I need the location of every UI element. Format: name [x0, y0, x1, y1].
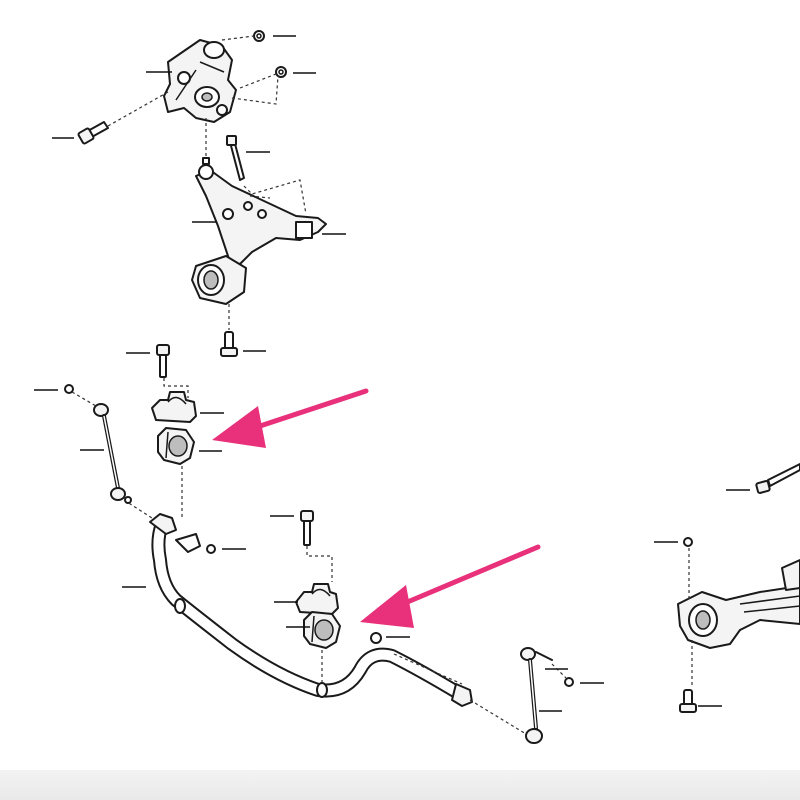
right-arm-lower-bolt [679, 689, 697, 713]
right-arm-nut [683, 537, 693, 547]
control-arm-lower-bolt [220, 331, 238, 357]
right-control-arm [677, 559, 800, 649]
knuckle-nut-top [253, 30, 265, 42]
image-bottom-strip [0, 770, 800, 800]
stabilizer-nut-left [206, 544, 216, 554]
control-arm-rear-bushing [191, 255, 247, 305]
lower-stabilizer-clamp [295, 583, 339, 615]
knuckle-bolt [77, 121, 109, 145]
right-arm-bolt-top [755, 463, 800, 494]
upper-stabilizer-bushing [157, 427, 195, 465]
right-stabilizer-link [520, 647, 553, 744]
control-arm-bolt [226, 135, 245, 181]
right-link-nut [564, 677, 574, 687]
left-stabilizer-link [64, 384, 153, 519]
lower-stabilizer-bushing [303, 611, 341, 649]
upper-clamp-bolt [156, 344, 170, 378]
callout-arrow-lower-bushing [360, 544, 541, 628]
upper-stabilizer-clamp [151, 391, 197, 423]
lower-control-arm [195, 157, 327, 265]
lower-clamp-nut [370, 632, 382, 644]
steering-knuckle [163, 39, 237, 123]
lower-clamp-bolt [300, 510, 314, 546]
knuckle-nut-right [275, 66, 287, 78]
callout-arrow-upper-bushing [212, 388, 369, 448]
